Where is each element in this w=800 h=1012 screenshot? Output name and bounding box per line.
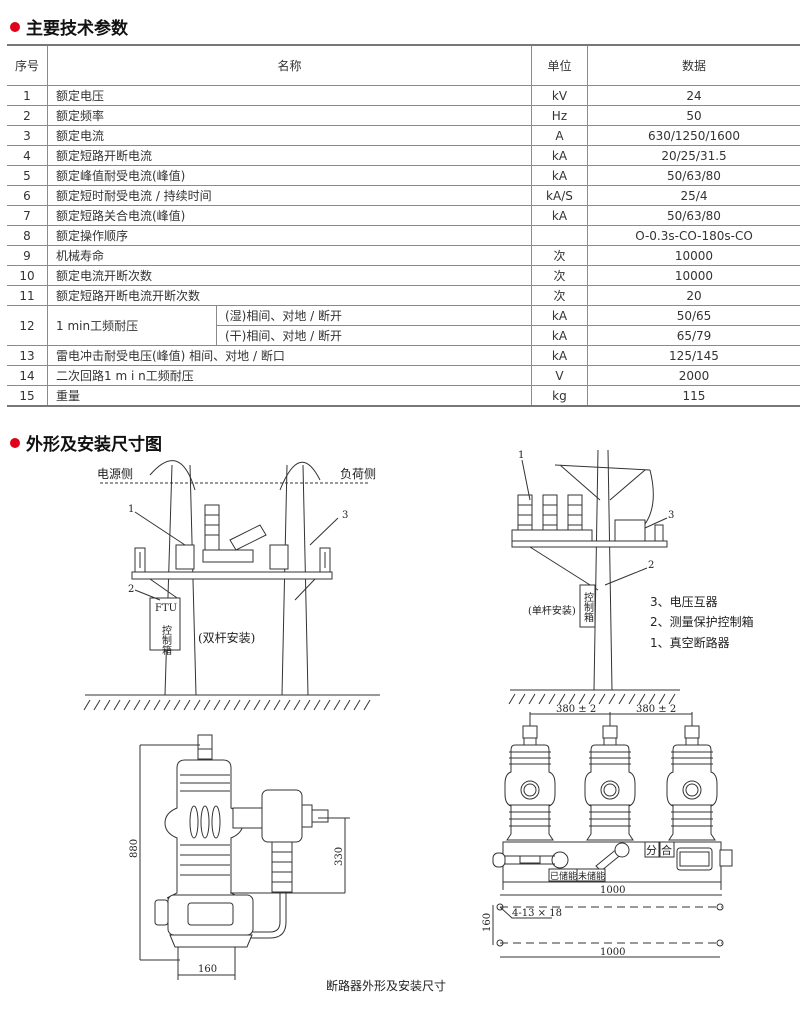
section-title-text: 外形及安装尺寸图	[26, 435, 162, 455]
insulator-shape	[520, 780, 540, 800]
insulator-shape	[504, 744, 556, 841]
single-pole-diagram: 1 3 2 控制箱 (单杆安装) 3、电压互器 2、测量保护控制箱 1、真空断路…	[508, 449, 754, 705]
cell-data: 115	[586, 385, 800, 407]
insulator-shape	[666, 744, 718, 841]
cell-unit: kA/S	[530, 185, 588, 206]
callout-3: 3	[668, 510, 674, 521]
cell-name: 额定短路开断电流开断次数	[47, 285, 532, 306]
callout-3: 3	[342, 510, 348, 521]
side-view-diagram: 880 330 160	[129, 734, 350, 980]
cell-unit: 次	[530, 265, 588, 286]
legend-item-2: 2、测量保护控制箱	[650, 614, 754, 629]
cell-no: 12	[7, 305, 48, 346]
dim-width: 1000	[600, 885, 625, 896]
insulator-shape	[685, 783, 699, 797]
cell-unit: kA	[530, 165, 588, 186]
insulator-shape	[682, 780, 702, 800]
callout-2: 2	[128, 584, 134, 595]
dim-holes: 4-13 × 18	[512, 908, 562, 919]
section-title-text: 主要技术参数	[26, 19, 128, 39]
bullet-icon	[10, 437, 20, 448]
callout-1: 1	[518, 450, 524, 461]
cell-unit: kA	[530, 345, 588, 366]
cell-unit: 次	[530, 245, 588, 266]
label-close: 合	[661, 843, 672, 857]
cell-unit: kg	[530, 385, 588, 407]
label-control-box: 控制箱	[160, 624, 172, 656]
insulator-shape	[522, 725, 538, 739]
cell-unit: kV	[530, 85, 588, 106]
cell-no: 14	[7, 365, 48, 386]
cell-data: 2000	[586, 365, 800, 386]
label-source-side: 电源侧	[97, 467, 133, 481]
insulator-shape	[584, 744, 636, 841]
insulator-shape	[685, 737, 699, 746]
cell-no: 13	[7, 345, 48, 366]
dim-width: 160	[198, 964, 217, 975]
cell-name: 重量	[47, 385, 532, 407]
table-header: 序号 名称 单位 数据	[7, 44, 800, 86]
caption-single-pole: (单杆安装)	[528, 604, 576, 617]
dim-pitch-1: 380 ± 2	[556, 704, 596, 715]
section-title-params: 主要技术参数	[10, 14, 128, 39]
label-uncharged: 未储能	[578, 870, 605, 882]
insulator-shape	[603, 737, 617, 746]
front-view-diagram: 380 ± 2 380 ± 2 分 合 已储能 未储能 1000 4-13 × …	[482, 704, 733, 958]
insulator-shape	[600, 780, 620, 800]
cell-name: 雷电冲击耐受电压(峰值) 相间、对地 / 断口	[47, 345, 532, 366]
dim-pitch-2: 380 ± 2	[636, 704, 676, 715]
label-open: 分	[646, 844, 657, 857]
cell-name: 二次回路1 m i n工频耐压	[47, 365, 532, 386]
cell-unit: kA	[530, 325, 588, 346]
label-control-box: 控制箱	[582, 591, 594, 623]
insulator-shape	[602, 725, 618, 739]
insulator-shape	[684, 725, 700, 739]
cell-data: 10000	[586, 265, 800, 286]
header-data: 数据	[586, 44, 800, 86]
insulator-shape	[523, 783, 537, 797]
callout-1: 1	[128, 504, 134, 515]
legend-item-3: 3、电压互器	[650, 595, 718, 609]
header-no: 序号	[7, 44, 48, 86]
cell-unit: Hz	[530, 105, 588, 126]
label-load-side: 负荷侧	[340, 467, 376, 481]
dim-width-2: 1000	[600, 947, 625, 958]
caption-double-pole: (双杆安装)	[198, 630, 255, 645]
bullet-icon	[10, 21, 20, 32]
double-pole-diagram: 电源侧 负荷侧 1 3 2 FTU 控制箱 (双杆安装)	[83, 460, 380, 711]
label-charged: 已储能	[550, 870, 577, 882]
figure-caption: 断路器外形及安装尺寸	[326, 978, 446, 993]
header-name: 名称	[47, 44, 532, 86]
callout-2: 2	[648, 560, 654, 571]
cell-no: 15	[7, 385, 48, 407]
dim-height-2: 330	[334, 847, 345, 866]
label-ftu: FTU	[155, 603, 177, 614]
insulator-shape	[523, 737, 537, 746]
cell-unit: V	[530, 365, 588, 386]
dim-height: 880	[129, 839, 140, 858]
dim-depth: 160	[482, 913, 493, 932]
legend-item-1: 1、真空断路器	[650, 635, 730, 650]
section-title-dimensions: 外形及安装尺寸图	[10, 430, 162, 455]
insulator-shape	[603, 783, 617, 797]
header-unit: 单位	[530, 44, 588, 86]
